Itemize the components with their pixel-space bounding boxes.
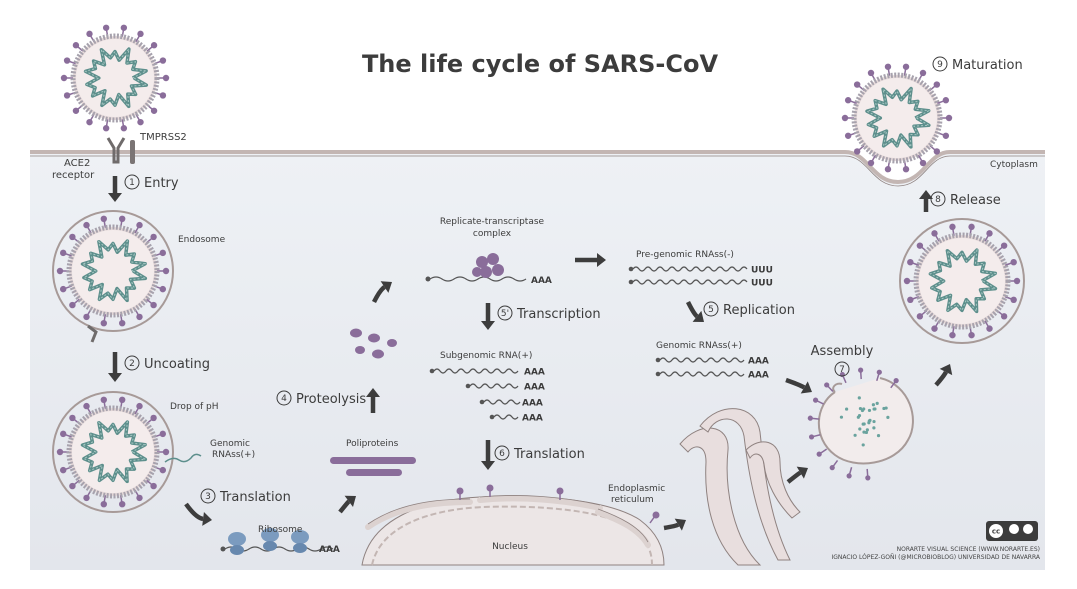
step-number: 5 — [708, 305, 714, 315]
step-label: Entry — [144, 176, 179, 191]
pregenomic-rna-1-tail: UUU — [751, 266, 773, 276]
rtc-label: Replicate-transcriptase — [440, 217, 545, 227]
genomic-rna-label: RNAss(+) — [212, 450, 255, 460]
step-10: 9 Maturation — [933, 57, 1023, 73]
step-label: Maturation — [952, 58, 1023, 73]
step-number: 2 — [129, 359, 135, 369]
rtc-aaa: AAA — [531, 276, 552, 286]
er-label: Endoplasmic — [608, 484, 665, 494]
ribosome-aaa: AAA — [319, 545, 340, 555]
step-number: 6 — [499, 449, 505, 459]
credits-line1: NORARTE VISUAL SCIENCE (WWW.NORARTE.ES) — [897, 546, 1040, 553]
credits-line2: IGNACIO LÓPEZ-GOÑI (@MICROBIOBLOG) UNIVE… — [831, 554, 1040, 561]
step-label: Release — [950, 193, 1001, 208]
step-number: 5' — [501, 309, 509, 319]
genomic-rna-2-tail: AAA — [748, 371, 769, 381]
step-label: Proteolysis — [296, 392, 366, 407]
ace2-label: ACE2 — [64, 158, 90, 169]
virion-endosome — [53, 211, 173, 331]
step-label: Translation — [513, 447, 585, 462]
ribosome — [228, 532, 246, 555]
ribosome-label: Ribosome — [258, 525, 303, 535]
virion-release — [900, 219, 1024, 343]
virion-entry — [61, 25, 169, 132]
tmprss2-label: TMPRSS2 — [139, 132, 187, 143]
er-reticulum-label: reticulum — [611, 495, 654, 505]
pregenomic-rna-2-tail: UUU — [751, 279, 773, 289]
genomic-plus-label: Genomic RNAss(+) — [656, 341, 742, 351]
cc-icon: cc — [992, 528, 1000, 536]
step-number: 8 — [935, 195, 941, 205]
subgenomic-rna-4-tail: AAA — [522, 414, 543, 424]
step-label: Translation — [219, 490, 291, 505]
nucleus-label: Nucleus — [492, 542, 528, 552]
step-label: Transcription — [516, 307, 601, 322]
rtc-complex-label: complex — [473, 229, 512, 239]
virion-uncoating — [53, 392, 173, 512]
cytoplasm-label: Cytoplasm — [990, 160, 1038, 170]
subgenomic-rna-2-tail: AAA — [524, 383, 545, 393]
step-label: Replication — [723, 303, 795, 318]
subgenomic-rna-1-tail: AAA — [524, 368, 545, 378]
subgenomic-label: Subgenomic RNA(+) — [440, 351, 532, 361]
genomic-label: Genomic — [210, 439, 250, 449]
step-number: 3 — [205, 492, 211, 502]
step-number: 9 — [937, 60, 943, 70]
poliprotein-bar — [346, 469, 402, 476]
pregenomic-label: Pre-genomic RNAss(-) — [636, 250, 734, 260]
drop-ph-label: Drop of pH — [170, 402, 219, 412]
diagram-title: The life cycle of SARS-CoV — [362, 50, 719, 78]
poliprotein-bar — [330, 457, 416, 464]
step-label: Assembly — [811, 344, 874, 359]
endosome-label: Endosome — [178, 235, 226, 245]
step-number: 4 — [281, 394, 287, 404]
step-1: 1 Entry — [125, 175, 179, 191]
step-number: 7 — [839, 365, 845, 375]
genomic-rna-1-tail: AAA — [748, 357, 769, 367]
step-number: 1 — [129, 178, 135, 188]
receptor-label: receptor — [52, 170, 95, 181]
step-label: Uncoating — [144, 357, 210, 372]
cc-license-badge: cc — [986, 521, 1038, 541]
poliproteins-label: Poliproteins — [346, 439, 399, 449]
subgenomic-rna-3-tail: AAA — [522, 399, 543, 409]
